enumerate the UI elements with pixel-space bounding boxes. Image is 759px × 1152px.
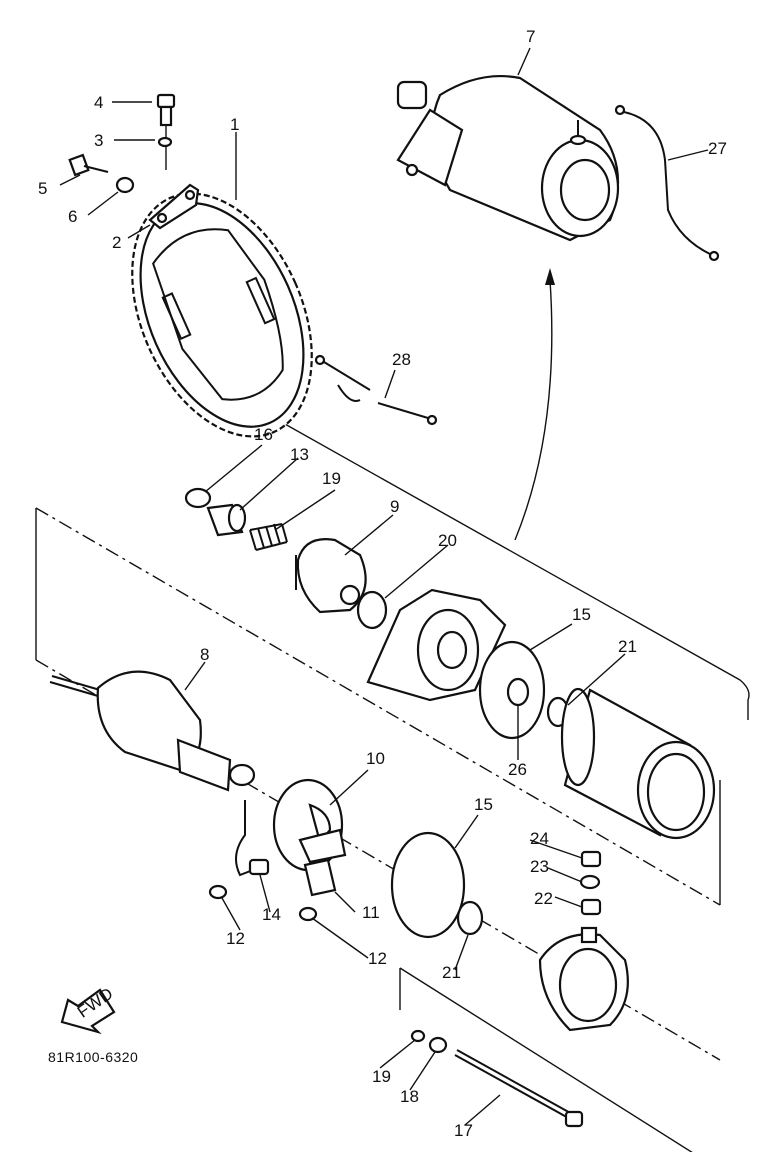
callout-24: 23 [530, 857, 549, 876]
callout-3: 3 [94, 131, 103, 150]
callout-12-right: 12 [368, 949, 387, 968]
brush-holder-11-part [298, 828, 347, 897]
washer-24-part [579, 874, 601, 890]
oring-21-lower-part [456, 900, 484, 936]
armature-8-part [49, 670, 256, 792]
callout-6: 6 [68, 207, 77, 226]
fwd-arrow-icon [60, 988, 116, 1035]
oring-21-upper-part [356, 590, 388, 630]
callout-27: 27 [708, 139, 727, 158]
screw-12-left-part [208, 884, 228, 900]
leader-lines [59, 47, 709, 1126]
washer-18-part [428, 1036, 448, 1054]
callout-13: 13 [290, 445, 309, 464]
callout-1: 1 [230, 115, 239, 134]
bolt-5-part [68, 153, 109, 177]
callout-21-upper: 20 [438, 531, 457, 550]
nut-23-part [580, 898, 602, 916]
lead-wire-27-part [614, 104, 720, 262]
ring-gear-part [131, 192, 313, 438]
front-cover-part [366, 588, 507, 702]
washer-19-part [410, 1029, 426, 1043]
washer-26-part [506, 677, 530, 707]
callout-28: 28 [392, 350, 411, 369]
bolt-4-part [156, 93, 176, 170]
callout-8: 8 [200, 645, 209, 664]
callout-labels: 4 3 5 6 2 1 7 27 28 16 13 19 9 20 15 21 … [38, 27, 727, 1140]
starter-motor-part [396, 75, 620, 242]
callout-21-lower: 21 [442, 963, 461, 982]
callout-22: 21 [618, 637, 637, 656]
drawing-code: 81R100-6320 [48, 1049, 138, 1065]
circlip-16-part [184, 487, 212, 509]
bracket-part [148, 183, 200, 230]
callout-17: 17 [454, 1121, 473, 1140]
callout-15-lower: 15 [474, 795, 493, 814]
callout-23: 22 [534, 889, 553, 908]
nut-25-part [580, 850, 602, 868]
callout-18: 18 [400, 1087, 419, 1106]
callout-9: 9 [390, 497, 399, 516]
washer-3-part [157, 136, 173, 148]
callout-7: 7 [526, 27, 535, 46]
callout-14: 14 [262, 905, 281, 924]
spring-20-part [249, 523, 288, 551]
bolt-17-part [454, 1049, 584, 1128]
callout-12-left: 12 [226, 929, 245, 948]
yoke-part [560, 687, 716, 840]
brush-14-part [235, 800, 270, 877]
screw-12-right-part [298, 906, 318, 922]
collar-13-part [206, 503, 247, 537]
callout-5: 5 [38, 179, 47, 198]
callout-2: 2 [112, 233, 121, 252]
rear-cover-part [538, 926, 629, 1032]
lead-28-part [314, 354, 438, 426]
callout-25: 24 [530, 829, 549, 848]
collar-6-part [115, 176, 135, 194]
callout-16: 16 [254, 425, 273, 444]
starter-clutch-9-part [295, 538, 367, 614]
callout-11: 11 [362, 903, 380, 922]
callout-15-upper: 15 [572, 605, 591, 624]
callout-19: 19 [372, 1067, 391, 1086]
callout-20: 19 [322, 469, 341, 488]
callout-10: 10 [366, 749, 385, 768]
callout-26: 26 [508, 760, 527, 779]
callout-4: 4 [94, 93, 103, 112]
oring-15-lower-part [390, 831, 466, 939]
